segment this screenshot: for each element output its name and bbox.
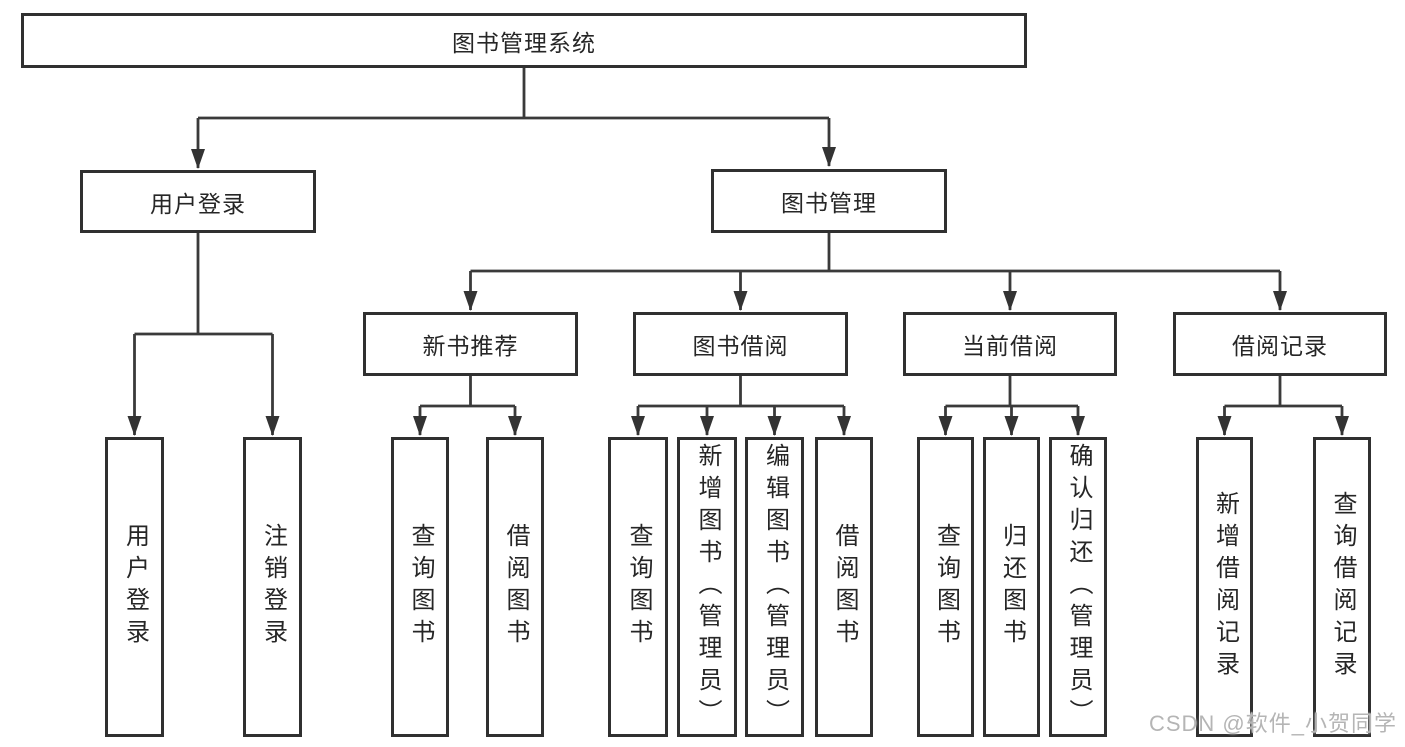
leaf-label: 确认归还（管理员） xyxy=(1065,443,1092,731)
leaf-query-books-recommend: 查询图书 xyxy=(391,437,449,737)
leaf-label: 借阅图书 xyxy=(502,523,529,651)
leaf-add-book-admin: 新增图书（管理员） xyxy=(677,437,737,737)
leaf-return-book: 归还图书 xyxy=(983,437,1040,737)
leaf-add-borrow-record: 新增借阅记录 xyxy=(1196,437,1253,737)
leaf-logout: 注销登录 xyxy=(243,437,302,737)
node-current-borrow: 当前借阅 xyxy=(903,312,1117,376)
leaf-edit-book-admin: 编辑图书（管理员） xyxy=(745,437,804,737)
leaf-label: 查询图书 xyxy=(625,523,652,651)
leaf-confirm-return-admin: 确认归还（管理员） xyxy=(1049,437,1107,737)
leaf-label: 查询图书 xyxy=(932,523,960,651)
leaf-label: 新增图书（管理员） xyxy=(694,443,721,731)
node-book-borrow: 图书借阅 xyxy=(633,312,848,376)
node-new-book-recommend: 新书推荐 xyxy=(363,312,578,376)
leaf-label: 用户登录 xyxy=(121,523,149,651)
leaf-borrow-books-recommend: 借阅图书 xyxy=(486,437,544,737)
leaf-label: 注销登录 xyxy=(259,523,287,651)
node-book-management: 图书管理 xyxy=(711,169,947,233)
leaf-label: 查询借阅记录 xyxy=(1329,491,1356,683)
leaf-label: 新增借阅记录 xyxy=(1211,491,1239,683)
leaf-label: 借阅图书 xyxy=(831,523,858,651)
leaf-query-books-borrow: 查询图书 xyxy=(608,437,668,737)
leaf-label: 查询图书 xyxy=(407,523,434,651)
leaf-user-login: 用户登录 xyxy=(105,437,164,737)
leaf-query-books-current: 查询图书 xyxy=(917,437,974,737)
leaf-borrow-books-borrow: 借阅图书 xyxy=(815,437,873,737)
leaf-query-borrow-record: 查询借阅记录 xyxy=(1313,437,1371,737)
node-root: 图书管理系统 xyxy=(21,13,1027,68)
leaf-label: 编辑图书（管理员） xyxy=(761,443,789,731)
leaf-label: 归还图书 xyxy=(998,523,1026,651)
node-user-login: 用户登录 xyxy=(80,170,316,233)
node-borrow-records: 借阅记录 xyxy=(1173,312,1387,376)
